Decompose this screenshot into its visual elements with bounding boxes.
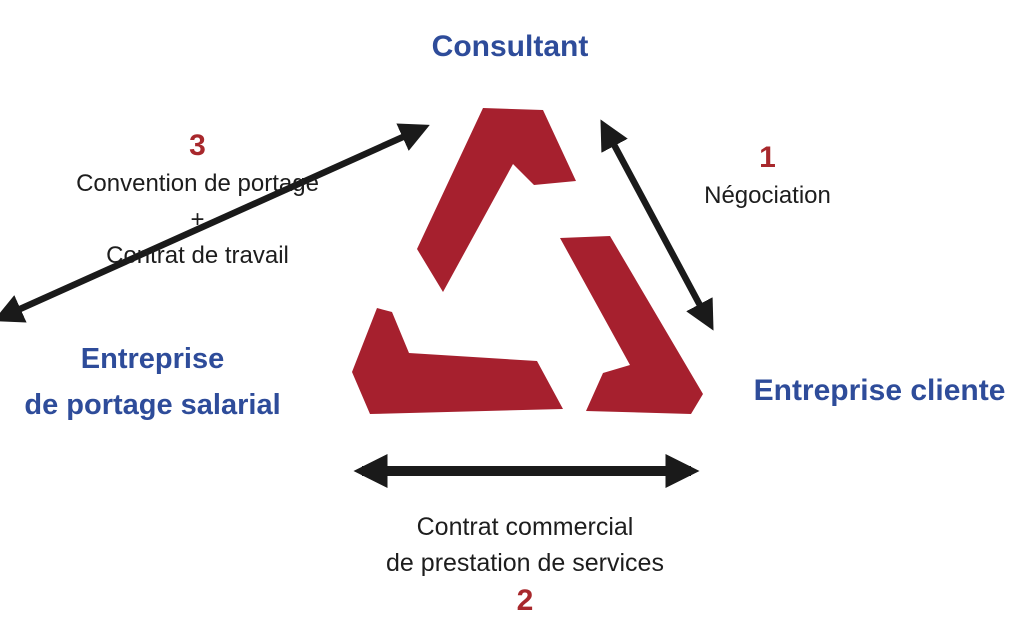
edge-negotiation-label: Négociation	[704, 182, 831, 209]
logo-chevron-top	[417, 108, 576, 292]
node-entreprise-portage-line1: Entreprise	[80, 343, 225, 375]
node-entreprise-portage: Entreprise de portage salarial	[5, 336, 300, 428]
edge-portage-block: 3 Convention de portage + Contrat de tra…	[35, 126, 360, 274]
node-consultant: Consultant	[431, 30, 589, 63]
edge-portage-label-plus: +	[190, 206, 205, 233]
node-entreprise-portage-line2: de portage salarial	[24, 389, 281, 421]
edge-commercial-label-line1: Contrat commercial	[416, 513, 634, 541]
node-entreprise-cliente: Entreprise cliente	[753, 374, 1006, 407]
edge-portage-label-line1: Convention de portage	[76, 170, 319, 197]
logo-chevron-right	[560, 236, 703, 414]
edge-commercial-label-line2: de prestation de services	[386, 549, 664, 577]
edge-portage-number: 3	[189, 129, 206, 162]
edge-portage-label-line3: Contrat de travail	[106, 242, 289, 269]
edge-commercial-block: Contrat commercial de prestation de serv…	[325, 509, 725, 621]
edge-negotiation-number: 1	[759, 141, 776, 174]
logo-chevron-bottom-left	[352, 308, 563, 414]
arrow-consultant-cliente	[600, 119, 714, 331]
edge-commercial-number: 2	[516, 584, 534, 617]
edge-negotiation-block: 1 Négociation	[650, 138, 885, 214]
arrow-consultant-portage	[0, 123, 430, 323]
